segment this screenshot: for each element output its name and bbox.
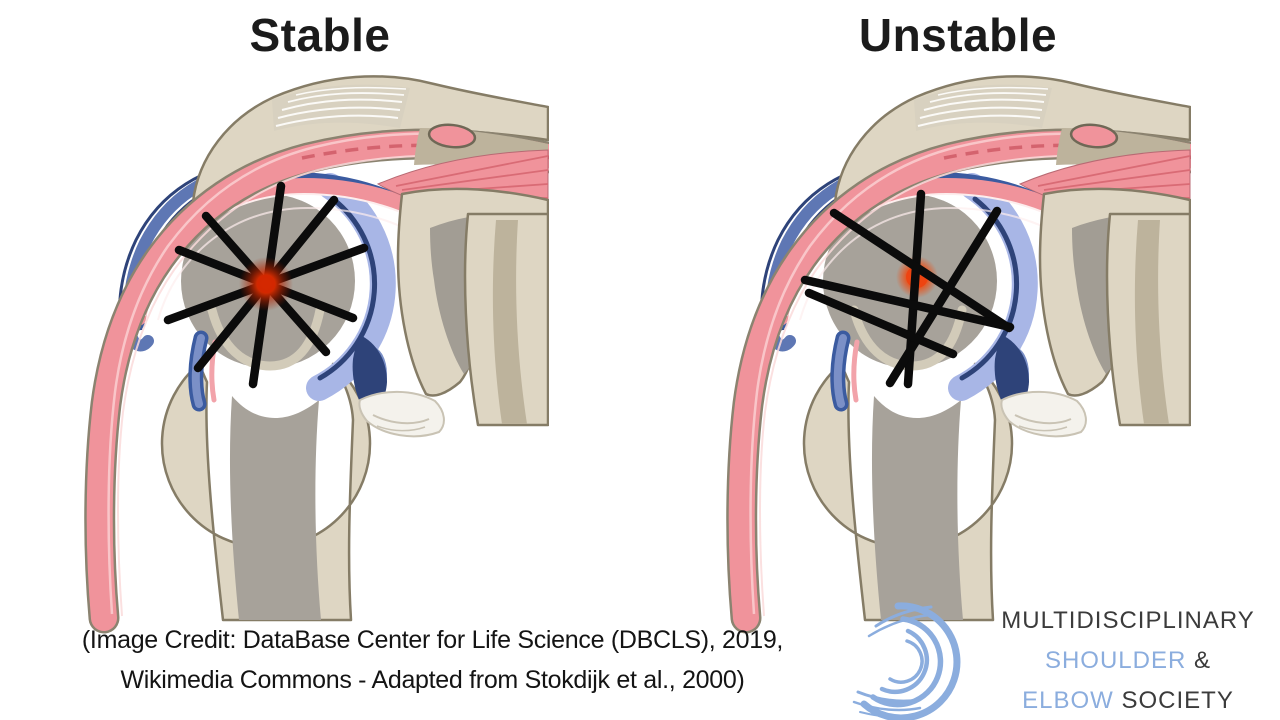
society-logo-line1: MULTIDISCIPLINARY <box>1001 607 1255 634</box>
panel-title-stable: Stable <box>249 9 391 61</box>
society-logo-text: MULTIDISCIPLINARY SHOULDER & ELBOW SOCIE… <box>982 601 1274 720</box>
image-credit: (Image Credit: DataBase Center for Life … <box>0 620 865 700</box>
society-logo-shoulder: SHOULDER <box>1044 647 1187 674</box>
image-credit-line2: Wikimedia Commons - Adapted from Stokdij… <box>120 666 745 694</box>
rotation-axes-unstable <box>800 189 1015 389</box>
shoulder-illustration-stable <box>100 76 611 620</box>
panel-title-unstable: Unstable <box>858 9 1058 61</box>
society-logo-society: SOCIETY <box>1113 687 1234 714</box>
shoulder-illustration-unstable <box>742 76 1253 620</box>
society-logo-line2: SHOULDER & <box>982 641 1274 681</box>
society-logo-swoosh-icon <box>852 602 961 720</box>
society-logo-amp: & <box>1186 647 1212 674</box>
society-logo-elbow: ELBOW <box>1022 687 1114 714</box>
society-logo-line3: ELBOW SOCIETY <box>982 681 1274 720</box>
rotation-center-core-stable <box>257 275 275 293</box>
image-credit-line1: (Image Credit: DataBase Center for Life … <box>81 626 784 654</box>
